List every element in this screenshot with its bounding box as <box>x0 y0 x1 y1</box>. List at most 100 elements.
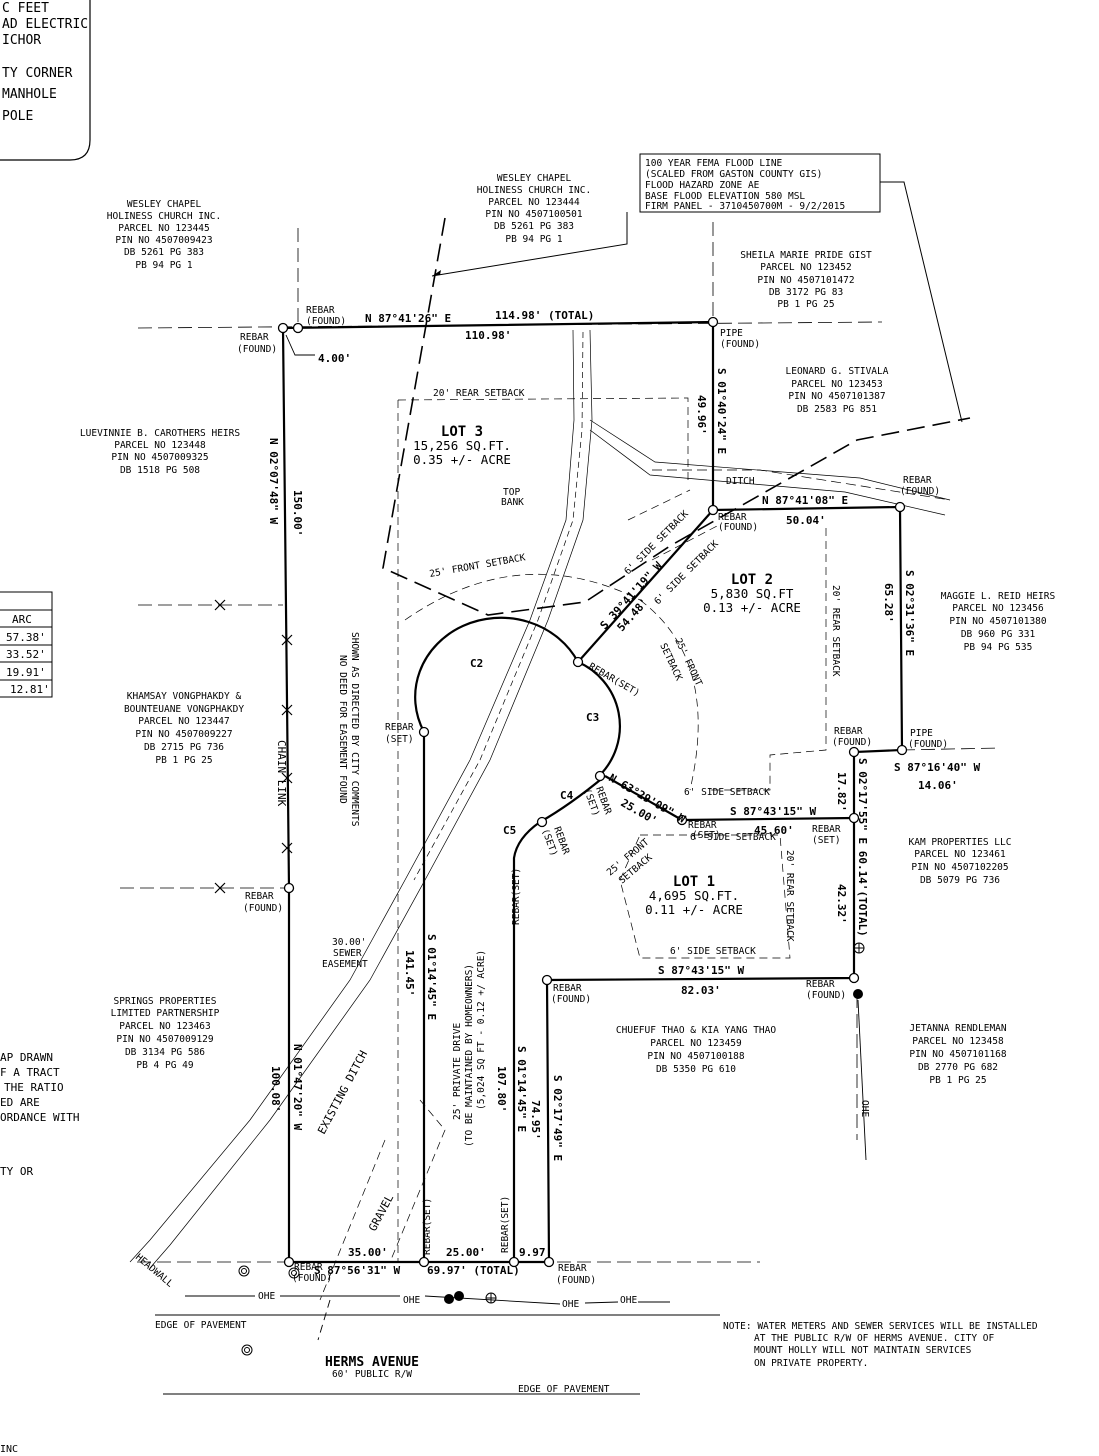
legend-line: C FEET <box>2 1 49 16</box>
monument-label: (FOUND) <box>806 990 846 1001</box>
legend-line: ICHOR <box>2 33 41 48</box>
easement-label: EASEMENT <box>322 959 368 970</box>
owner-text: PIN NO 4507101472 <box>757 275 854 286</box>
monument-label: REBAR(SET) <box>587 661 642 699</box>
owner-text: DB 5350 PG 610 <box>656 1064 736 1075</box>
pole-icon <box>853 989 863 999</box>
owner-text: PARCEL NO 123445 <box>118 223 210 234</box>
rebar-marker <box>676 814 688 826</box>
note-label: NO DEED FOR EASEMENT FOUND <box>337 655 348 804</box>
owner-text: PIN NO 4507009325 <box>111 452 208 463</box>
monument-label: (FOUND) <box>556 1275 596 1286</box>
bearing-text: S 01°14'45" E <box>515 1046 528 1132</box>
bearing-labels: N 87°41'26" E 114.98' (TOTAL) 110.98' 4.… <box>267 309 980 1277</box>
rebar-marker <box>508 1256 520 1268</box>
monument-label: (FOUND) <box>292 1273 332 1284</box>
ohe-label: OHE <box>403 1295 420 1306</box>
setback-label: 20' REAR SETBACK <box>784 850 795 942</box>
ohe-label: OHE <box>562 1299 579 1310</box>
fence-markers <box>214 599 293 894</box>
curve-table-cell: 12.81' <box>10 683 50 696</box>
bearing-text: N 87°41'26" E <box>365 312 451 325</box>
monument-label: REBAR <box>812 824 841 835</box>
owner-text: PIN NO 4507009227 <box>135 729 232 740</box>
curve-label: C5 <box>503 824 516 837</box>
rebar-marker <box>594 770 606 782</box>
edge-pavement-label: EDGE OF PAVEMENT <box>518 1384 610 1395</box>
legend-line: MANHOLE <box>2 87 57 102</box>
rebar-marker <box>418 1256 430 1268</box>
left-note-line: ORDANCE WITH <box>0 1111 79 1124</box>
flood-note-line: BASE FLOOD ELEVATION 580 MSL <box>645 191 805 202</box>
monument-label: (FOUND) <box>551 994 591 1005</box>
setback-label: 25' FRONT SETBACK <box>429 552 527 580</box>
owner-text: HOLINESS CHURCH INC. <box>477 185 591 196</box>
distance-text: 25.00' <box>446 1246 486 1259</box>
monument-label: (SET) <box>812 835 841 846</box>
ditch-label: DITCH <box>726 476 755 487</box>
monument-label: PIPE <box>720 328 743 339</box>
curve-labels: C2 C3 C4 C5 <box>470 657 599 837</box>
owner-text: PIN NO 4507101380 <box>949 616 1047 627</box>
note-line: NOTE: WATER METERS AND SEWER SERVICES WI… <box>723 1321 1038 1332</box>
distance-text: 4.00' <box>318 352 351 365</box>
owner-text: DB 5261 PG 383 <box>494 221 574 232</box>
lot-acre: 0.11 +/- ACRE <box>645 902 743 917</box>
owner-text: PARCEL NO 123448 <box>114 440 206 451</box>
owner-text: PB 94 PG 1 <box>135 260 192 271</box>
curve-label: C4 <box>560 789 574 802</box>
monument-label: REBAR <box>903 475 932 486</box>
note-line: MOUNT HOLLY WILL NOT MAINTAIN SERVICES <box>754 1345 972 1356</box>
setback-label: 20' REAR SETBACK <box>830 585 841 677</box>
bearing-text: S 87°43'15" W <box>730 805 816 818</box>
distance-text: 69.97' (TOTAL) <box>427 1264 520 1277</box>
monument-label: (FOUND) <box>718 522 758 533</box>
easement-label: SEWER <box>333 948 362 959</box>
lot-name: LOT 1 <box>673 874 715 890</box>
rebar-marker <box>707 504 719 516</box>
setback-label: 6' SIDE SETBACK <box>670 946 756 957</box>
curve-table-cell: 57.38' <box>6 631 46 644</box>
monument-label: REBAR(SET) <box>422 1198 433 1255</box>
monument-label: REBAR <box>834 726 863 737</box>
curve-table-cell: 19.91' <box>6 666 46 679</box>
bearing-text: S 01°40'24" E <box>715 368 728 454</box>
setback-label: 20' REAR SETBACK <box>433 388 525 399</box>
monument-label: REBAR <box>385 722 414 733</box>
rebar-marker <box>848 812 860 824</box>
flood-note: 100 YEAR FEMA FLOOD LINE (SCALED FROM GA… <box>431 153 963 423</box>
curve-table-cell: 33.52' <box>6 648 46 661</box>
lot-acre: 0.35 +/- ACRE <box>413 452 511 467</box>
lot-name: LOT 2 <box>731 572 773 588</box>
fence-label: CHAIN LINK <box>275 740 288 807</box>
left-note-line: THE RATIO <box>4 1081 64 1094</box>
owner-text: WESLEY CHAPEL <box>127 199 202 210</box>
monument-label: REBAR <box>240 332 269 343</box>
monuments <box>277 316 908 1268</box>
ohe-label: OHE <box>620 1295 637 1306</box>
note-line: ON PRIVATE PROPERTY. <box>754 1358 868 1369</box>
owner-text: PARCEL NO 123458 <box>912 1036 1004 1047</box>
monument-label: REBAR <box>245 891 274 902</box>
private-drive-label: (5,024 SQ FT - 0.12 +/ ACRE) <box>476 950 487 1110</box>
bearing-text: N 87°41'08" E <box>762 494 848 507</box>
ditch-lines <box>129 329 951 1269</box>
distance-text: 9.97' <box>519 1246 552 1259</box>
rebar-marker <box>848 746 860 758</box>
monument-label: (FOUND) <box>243 903 283 914</box>
owner-blocks: WESLEY CHAPEL HOLINESS CHURCH INC. PARCE… <box>80 173 1056 1086</box>
owner-text: LUEVINNIE B. CAROTHERS HEIRS <box>80 428 240 439</box>
flood-note-line: (SCALED FROM GASTON COUNTY GIS) <box>645 169 822 180</box>
owner-text: HOLINESS CHURCH INC. <box>107 211 221 222</box>
curve-table: ARC 57.38' 33.52' 19.91' 12.81' <box>0 591 53 698</box>
ohe-label: OHE <box>258 1291 275 1302</box>
lot-name: LOT 3 <box>441 424 483 440</box>
owner-text: SHEILA MARIE PRIDE GIST <box>740 250 872 261</box>
lot-acre: 0.13 +/- ACRE <box>703 600 801 615</box>
owner-text: PARCEL NO 123461 <box>914 849 1006 860</box>
top-bank-label: TOP <box>503 487 520 498</box>
road-row: 60' PUBLIC R/W <box>332 1369 412 1380</box>
owner-text: DB 1518 PG 508 <box>120 465 200 476</box>
lot-area: 15,256 SQ.FT. <box>413 438 511 453</box>
private-drive-label: 25' PRIVATE DRIVE <box>452 1022 463 1120</box>
